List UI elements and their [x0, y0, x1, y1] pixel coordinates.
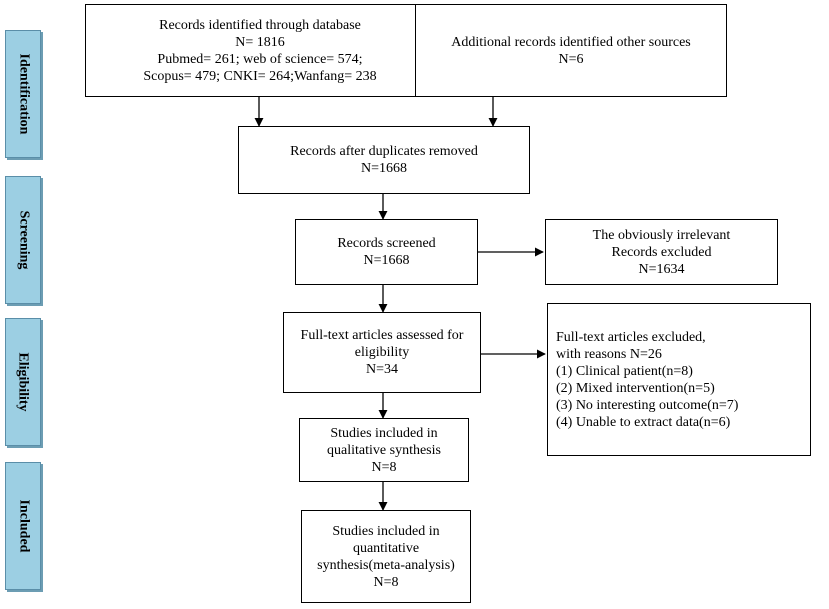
qualitative-line-1: Studies included in — [330, 425, 438, 441]
additional-line-1: Additional records identified other sour… — [451, 34, 691, 50]
stage-screening: Screening — [5, 176, 41, 304]
database-line-1: Records identified through database — [159, 17, 361, 33]
excluded-line-1: Full-text articles excluded, — [556, 329, 706, 345]
duplicates-line-2: N=1668 — [360, 161, 407, 176]
quantitative-line-4: N=8 — [373, 574, 399, 590]
irrelevant-line-3: N=1634 — [638, 261, 685, 277]
irrelevant-line-2: Records excluded — [611, 244, 712, 260]
database-line-3: Pubmed= 261; web of science= 574; — [157, 51, 363, 67]
irrelevant-line-1: The obviously irrelevant — [592, 227, 731, 243]
excluded-reason-3: (3) No interesting outcome(n=7) — [556, 397, 739, 413]
box-quantitative-synthesis: Studies included in quantitative synthes… — [301, 510, 471, 603]
stage-eligibility: Eligibility — [5, 318, 41, 446]
stage-identification: Identification — [5, 30, 41, 158]
box-additional-records: Additional records identified other sour… — [415, 4, 727, 97]
box-fulltext-assessed: Full-text articles assessed for eligibil… — [283, 312, 481, 393]
excluded-reason-1: (1) Clinical patient(n=8) — [556, 363, 693, 379]
additional-line-2: N=6 — [558, 51, 584, 67]
database-line-4: Scopus= 479; CNKI= 264;Wanfang= 238 — [143, 68, 377, 84]
screened-line-2: N=1668 — [363, 253, 410, 268]
duplicates-line-1: Records after duplicates removed — [290, 144, 478, 159]
qualitative-line-3: N=8 — [371, 459, 397, 475]
box-fulltext-excluded: Full-text articles excluded, with reason… — [547, 303, 811, 456]
fulltext-line-2: eligibility — [354, 345, 410, 360]
box-irrelevant-excluded: The obviously irrelevant Records exclude… — [545, 219, 778, 285]
screened-line-1: Records screened — [337, 236, 436, 251]
quantitative-line-1: Studies included in — [332, 523, 440, 539]
excluded-reason-4: (4) Unable to extract data(n=6) — [556, 414, 731, 430]
box-database-records: Records identified through database N= 1… — [85, 4, 435, 97]
fulltext-line-3: N=34 — [365, 362, 398, 377]
excluded-line-2: with reasons N=26 — [556, 346, 662, 362]
stage-included: Included — [5, 462, 41, 590]
box-qualitative-synthesis: Studies included in qualitative synthesi… — [299, 418, 469, 482]
quantitative-line-3: synthesis(meta-analysis) — [317, 557, 455, 573]
box-records-screened: Records screened N=1668 — [295, 219, 478, 285]
qualitative-line-2: qualitative synthesis — [327, 442, 441, 458]
database-line-2: N= 1816 — [235, 34, 285, 50]
excluded-reason-2: (2) Mixed intervention(n=5) — [556, 380, 715, 396]
fulltext-line-1: Full-text articles assessed for — [300, 328, 464, 343]
box-duplicates-removed: Records after duplicates removed N=1668 — [238, 126, 530, 194]
quantitative-line-2: quantitative — [352, 540, 420, 556]
